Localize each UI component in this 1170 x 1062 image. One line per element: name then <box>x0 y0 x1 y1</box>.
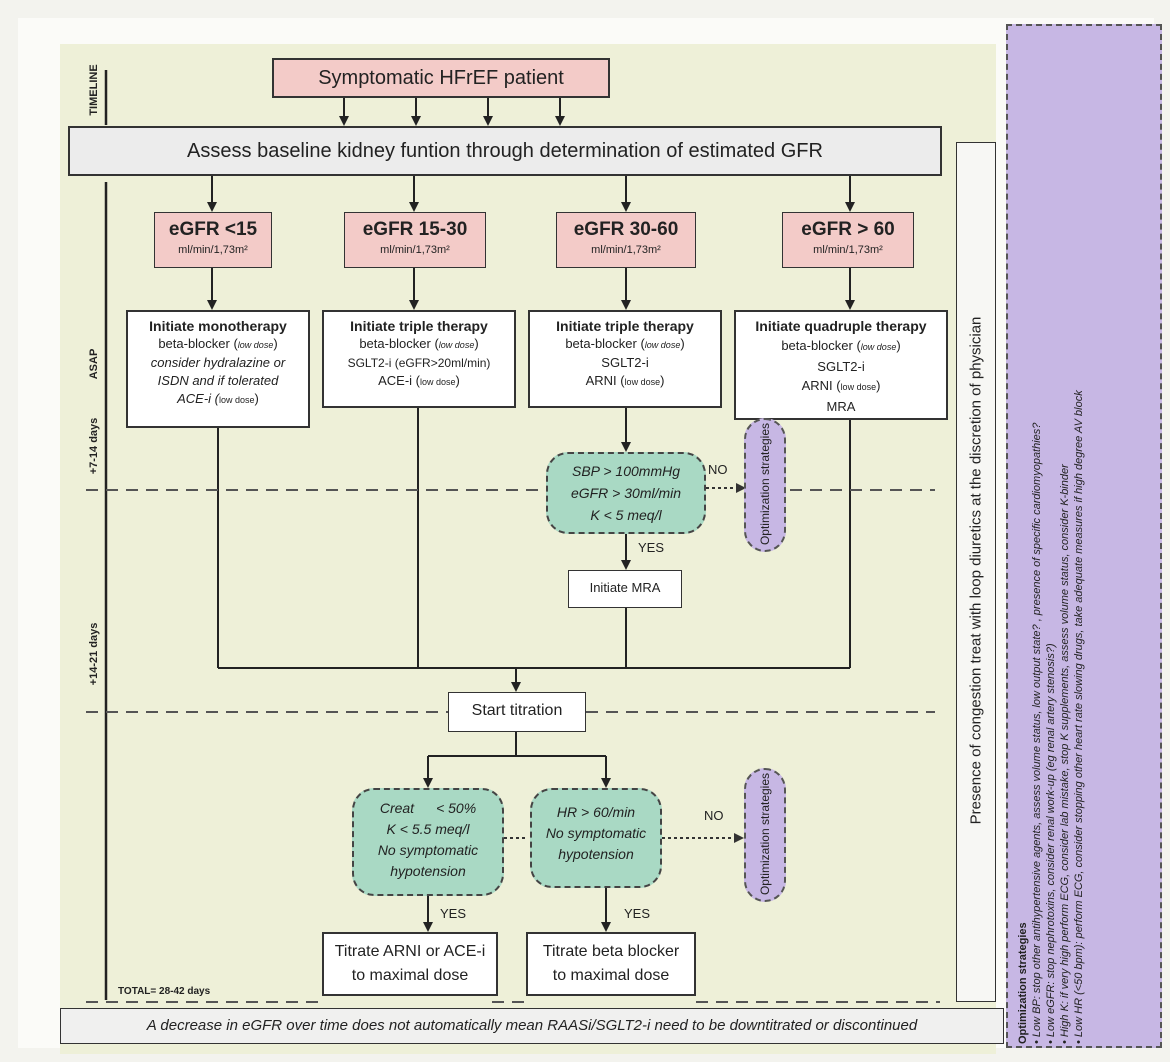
yes-label: YES <box>440 906 467 921</box>
criteria-line: K < 5.5 meq/l <box>386 821 470 837</box>
egfr-unit: ml/min/1,73m² <box>178 244 248 256</box>
yes-label: YES <box>638 540 665 555</box>
beta-blocker-criteria-box: HR > 60/min No symptomatic hypotension <box>530 788 662 888</box>
initiate-mra-text: Initiate MRA <box>589 580 661 595</box>
therapy-line: beta-blocker (low dose) <box>781 338 901 353</box>
total-label: TOTAL= 28-42 days <box>118 986 211 997</box>
side-title: Optimization strategies <box>1017 922 1029 1044</box>
optimization-pill-2[interactable] <box>744 768 786 902</box>
initiate-mra-box: Initiate MRA <box>568 570 682 608</box>
egfr-label: eGFR 15-30 <box>362 219 468 240</box>
therapy-title: Initiate monotherapy <box>149 318 287 334</box>
criteria-line: eGFR > 30ml/min <box>570 485 682 501</box>
egfr-label: eGFR > 60 <box>801 219 895 240</box>
therapy-line: beta-blocker (low dose) <box>359 336 479 351</box>
criteria-line: hypotension <box>390 863 466 879</box>
therapy-line: ACE-i (low dose) <box>378 373 460 388</box>
side-item: • Low eGFR: stop nephrotoxins, consider … <box>1045 643 1057 1044</box>
therapy-line: ARNI (low dose) <box>801 378 881 393</box>
optimization-strategies-panel <box>1006 24 1162 1048</box>
titrate-arni-box: Titrate ARNI or ACE-i to maximal dose <box>322 932 498 996</box>
egfr-box-gt60: eGFR > 60 ml/min/1,73m² <box>782 212 914 268</box>
patient-text: Symptomatic HFrEF patient <box>318 67 564 89</box>
quadruple-therapy-box: Initiate quadruple therapy beta-blocker … <box>734 310 948 420</box>
egfr-box-30-60: eGFR 30-60 ml/min/1,73m² <box>556 212 696 268</box>
no-label: NO <box>708 462 728 477</box>
assess-text: Assess baseline kidney funtion through d… <box>187 140 823 162</box>
therapy-title: Initiate triple therapy <box>556 318 694 334</box>
therapy-line: consider hydralazine or <box>150 355 286 370</box>
days-7-14-label: +7-14 days <box>88 417 100 475</box>
egfr-label: eGFR <15 <box>168 219 258 240</box>
therapy-title: Initiate quadruple therapy <box>755 318 927 334</box>
therapy-line: MRA <box>826 399 856 414</box>
optimization-pill-2-text: Optimization strategies <box>758 772 772 896</box>
flowchart-panel <box>60 44 950 1054</box>
optimization-pill-1-text: Optimization strategies <box>758 422 772 546</box>
congestion-box <box>956 142 996 1002</box>
criteria-line: Creat< 50% <box>379 800 477 816</box>
titrate-beta-blocker-box: Titrate beta blocker to maximal dose <box>526 932 696 996</box>
arni-criteria-box: Creat< 50% K < 5.5 meq/l No symptomatic … <box>352 788 504 896</box>
timeline-label: TIMELINE <box>88 64 100 116</box>
titrate-line: Titrate ARNI or ACE-i <box>334 943 486 960</box>
start-titration-text: Start titration <box>471 702 563 719</box>
triple-therapy-box-1: Initiate triple therapy beta-blocker (lo… <box>322 310 516 408</box>
criteria-line: No symptomatic <box>377 842 479 858</box>
yes-label: YES <box>624 906 651 921</box>
bottom-note-text: A decrease in eGFR over time does not au… <box>146 1017 918 1034</box>
titrate-line: Titrate beta blocker <box>542 943 680 960</box>
therapy-line: SGLT2-i <box>817 359 865 374</box>
titrate-line: to maximal dose <box>552 967 670 984</box>
egfr-unit: ml/min/1,73m² <box>813 244 883 256</box>
egfr-unit: ml/min/1,73m² <box>591 244 661 256</box>
side-item: • Low BP: stop other antihypertensive ag… <box>1031 422 1043 1044</box>
mra-criteria-box: SBP > 100mmHg eGFR > 30ml/min K < 5 meq/… <box>546 452 706 534</box>
egfr-label: eGFR 30-60 <box>573 219 679 240</box>
titrate-line: to maximal dose <box>351 967 469 984</box>
criteria-line: SBP > 100mmHg <box>571 463 681 479</box>
criteria-line: HR > 60/min <box>556 804 636 820</box>
optimization-strategies-text: Optimization strategies • Low BP: stop o… <box>1010 28 1158 1044</box>
egfr-unit: ml/min/1,73m² <box>380 244 450 256</box>
therapy-line: SGLT2-i (eGFR>20ml/min) <box>347 356 491 370</box>
optimization-pill-1[interactable] <box>744 418 786 552</box>
bottom-note-box: A decrease in eGFR over time does not au… <box>60 1008 1004 1044</box>
side-item: • Low HR (<50 bpm): perform ECG, conside… <box>1073 390 1085 1044</box>
asap-label: ASAP <box>88 348 100 380</box>
patient-box: Symptomatic HFrEF patient <box>272 58 610 98</box>
no-label: NO <box>704 808 724 823</box>
criteria-line: No symptomatic <box>545 825 647 841</box>
criteria-line: hypotension <box>558 846 634 862</box>
therapy-line: beta-blocker (low dose) <box>158 336 278 351</box>
congestion-text: Presence of congestion treat with loop d… <box>967 316 985 825</box>
therapy-line: ACE-i (low dose) <box>177 391 259 406</box>
start-titration-box: Start titration <box>448 692 586 732</box>
assess-box: Assess baseline kidney funtion through d… <box>68 126 942 176</box>
criteria-line: K < 5 meq/l <box>590 507 662 523</box>
therapy-line: SGLT2-i <box>601 355 649 370</box>
triple-therapy-box-2: Initiate triple therapy beta-blocker (lo… <box>528 310 722 408</box>
egfr-box-15-30: eGFR 15-30 ml/min/1,73m² <box>344 212 486 268</box>
therapy-line: ISDN and if tolerated <box>157 373 279 388</box>
therapy-title: Initiate triple therapy <box>350 318 488 334</box>
therapy-line: beta-blocker (low dose) <box>565 336 685 351</box>
therapy-line: ARNI (low dose) <box>585 373 665 388</box>
days-14-21-label: +14-21 days <box>88 622 100 686</box>
monotherapy-box: Initiate monotherapy beta-blocker (low d… <box>126 310 310 428</box>
side-item: • High K: if very high perform ECG, cons… <box>1059 464 1071 1044</box>
egfr-box-lt15: eGFR <15 ml/min/1,73m² <box>154 212 272 268</box>
